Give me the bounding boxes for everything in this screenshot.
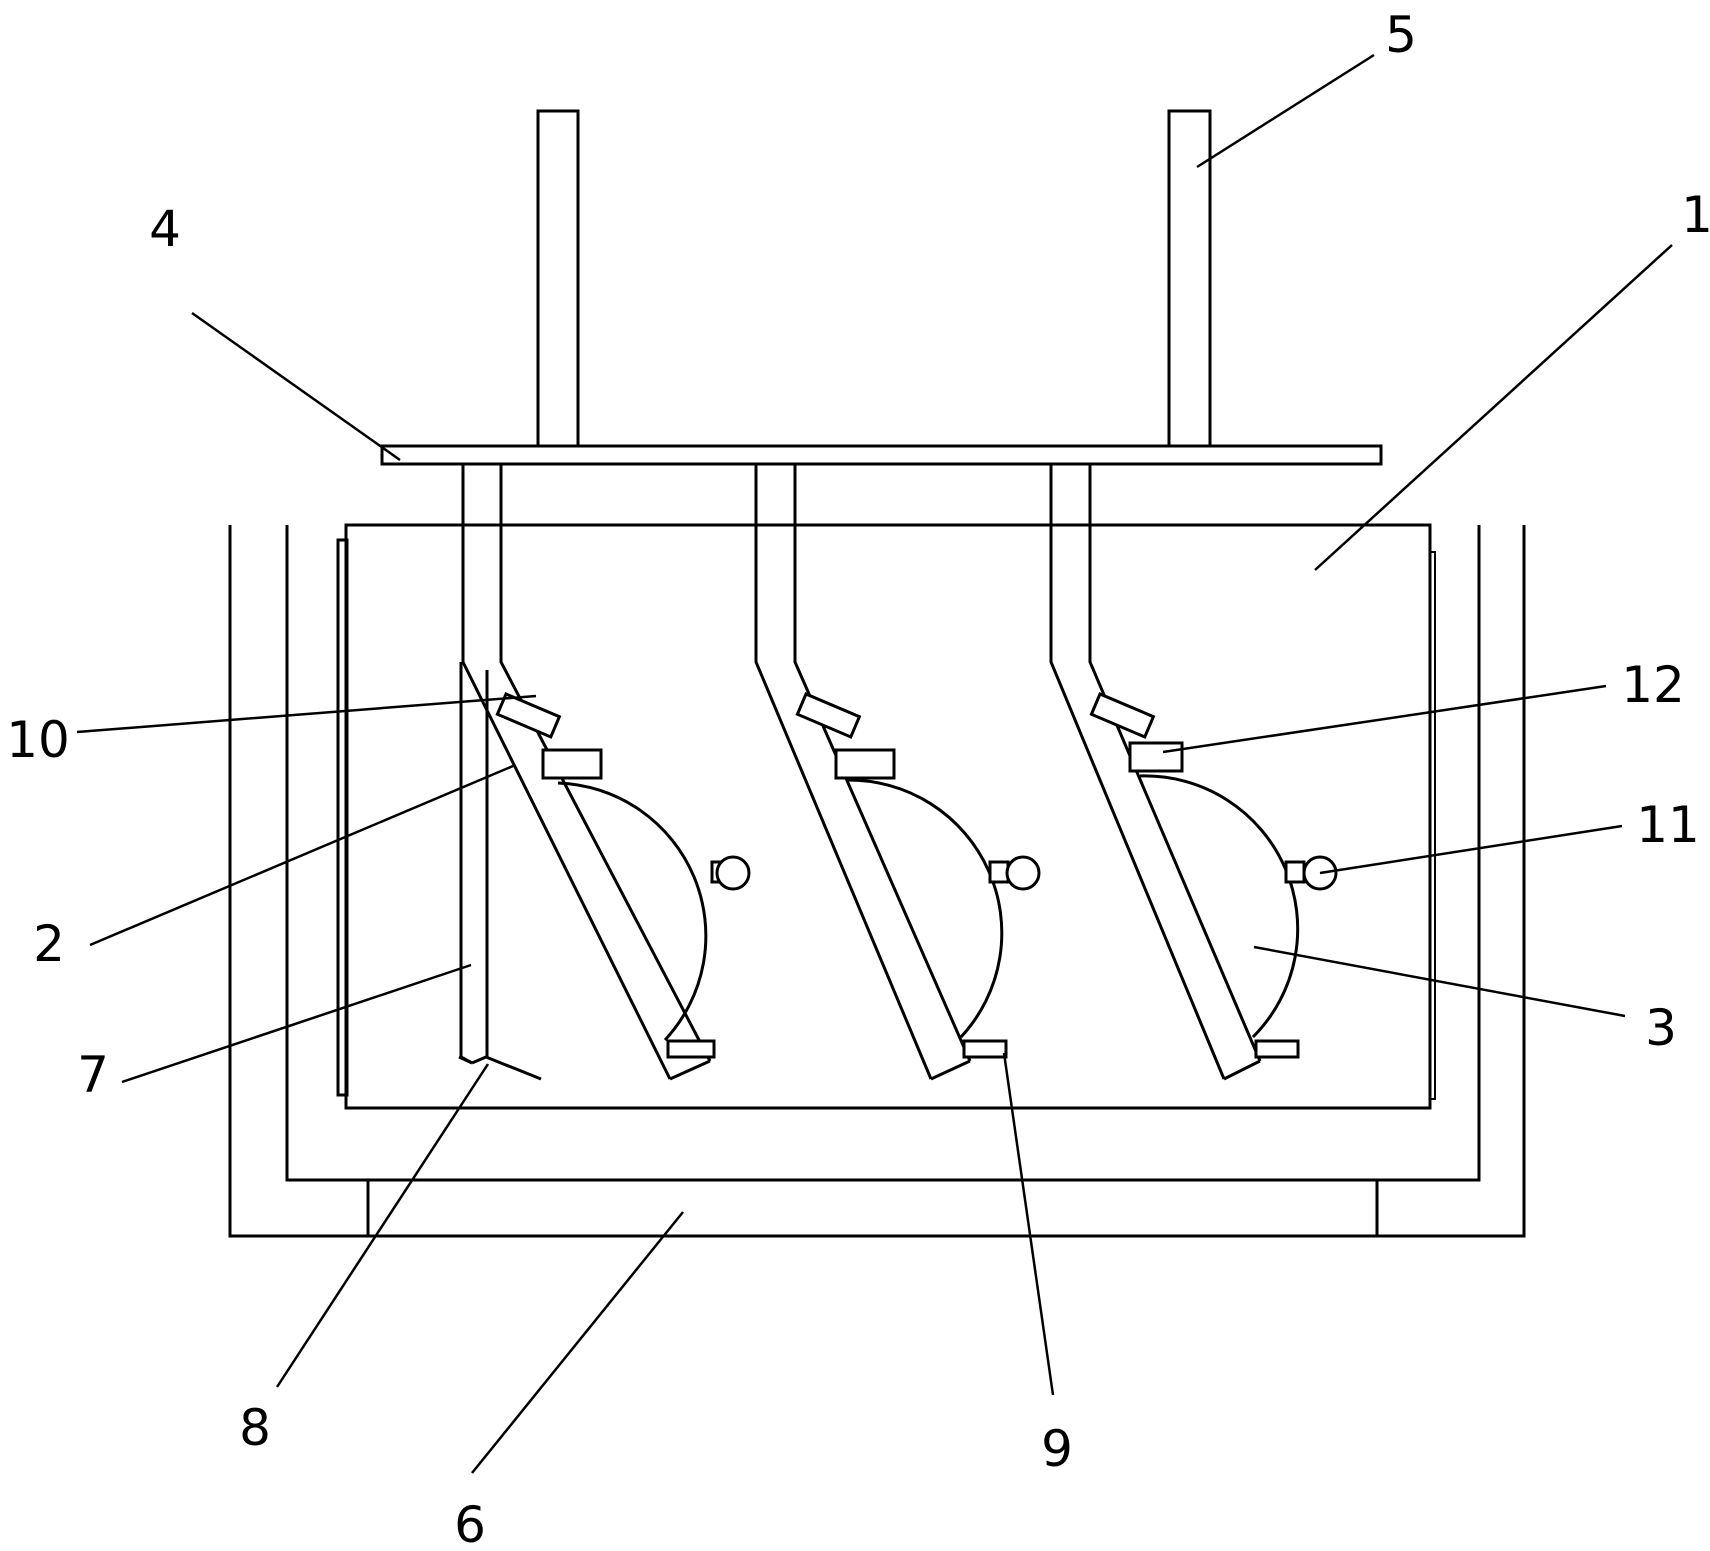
agitator-assembly-1	[458, 464, 751, 1081]
agitator-assembly-3	[1049, 464, 1338, 1081]
callout-8: 8	[239, 1399, 271, 1457]
callout-1: 1	[1681, 186, 1710, 244]
callout-12: 12	[1621, 656, 1685, 714]
outer-frame	[228, 525, 1526, 1238]
leader-lines	[76, 53, 1673, 1474]
callout-11: 11	[1636, 796, 1700, 854]
tank-body	[344, 523, 1432, 1110]
callout-10: 10	[6, 711, 70, 769]
callout-3: 3	[1645, 999, 1677, 1057]
handles	[536, 109, 1212, 446]
callout-9: 9	[1041, 1420, 1073, 1478]
callout-4: 4	[149, 200, 181, 258]
agitator-assembly-2	[754, 464, 1041, 1081]
top-plate	[380, 444, 1383, 466]
callout-5: 5	[1385, 6, 1417, 64]
callout-6: 6	[454, 1496, 486, 1551]
callout-7: 7	[77, 1046, 109, 1104]
callout-labels: 1 2 3 4 5 6 7 8 9 10 11 12	[6, 6, 1710, 1551]
callout-2: 2	[33, 915, 65, 973]
